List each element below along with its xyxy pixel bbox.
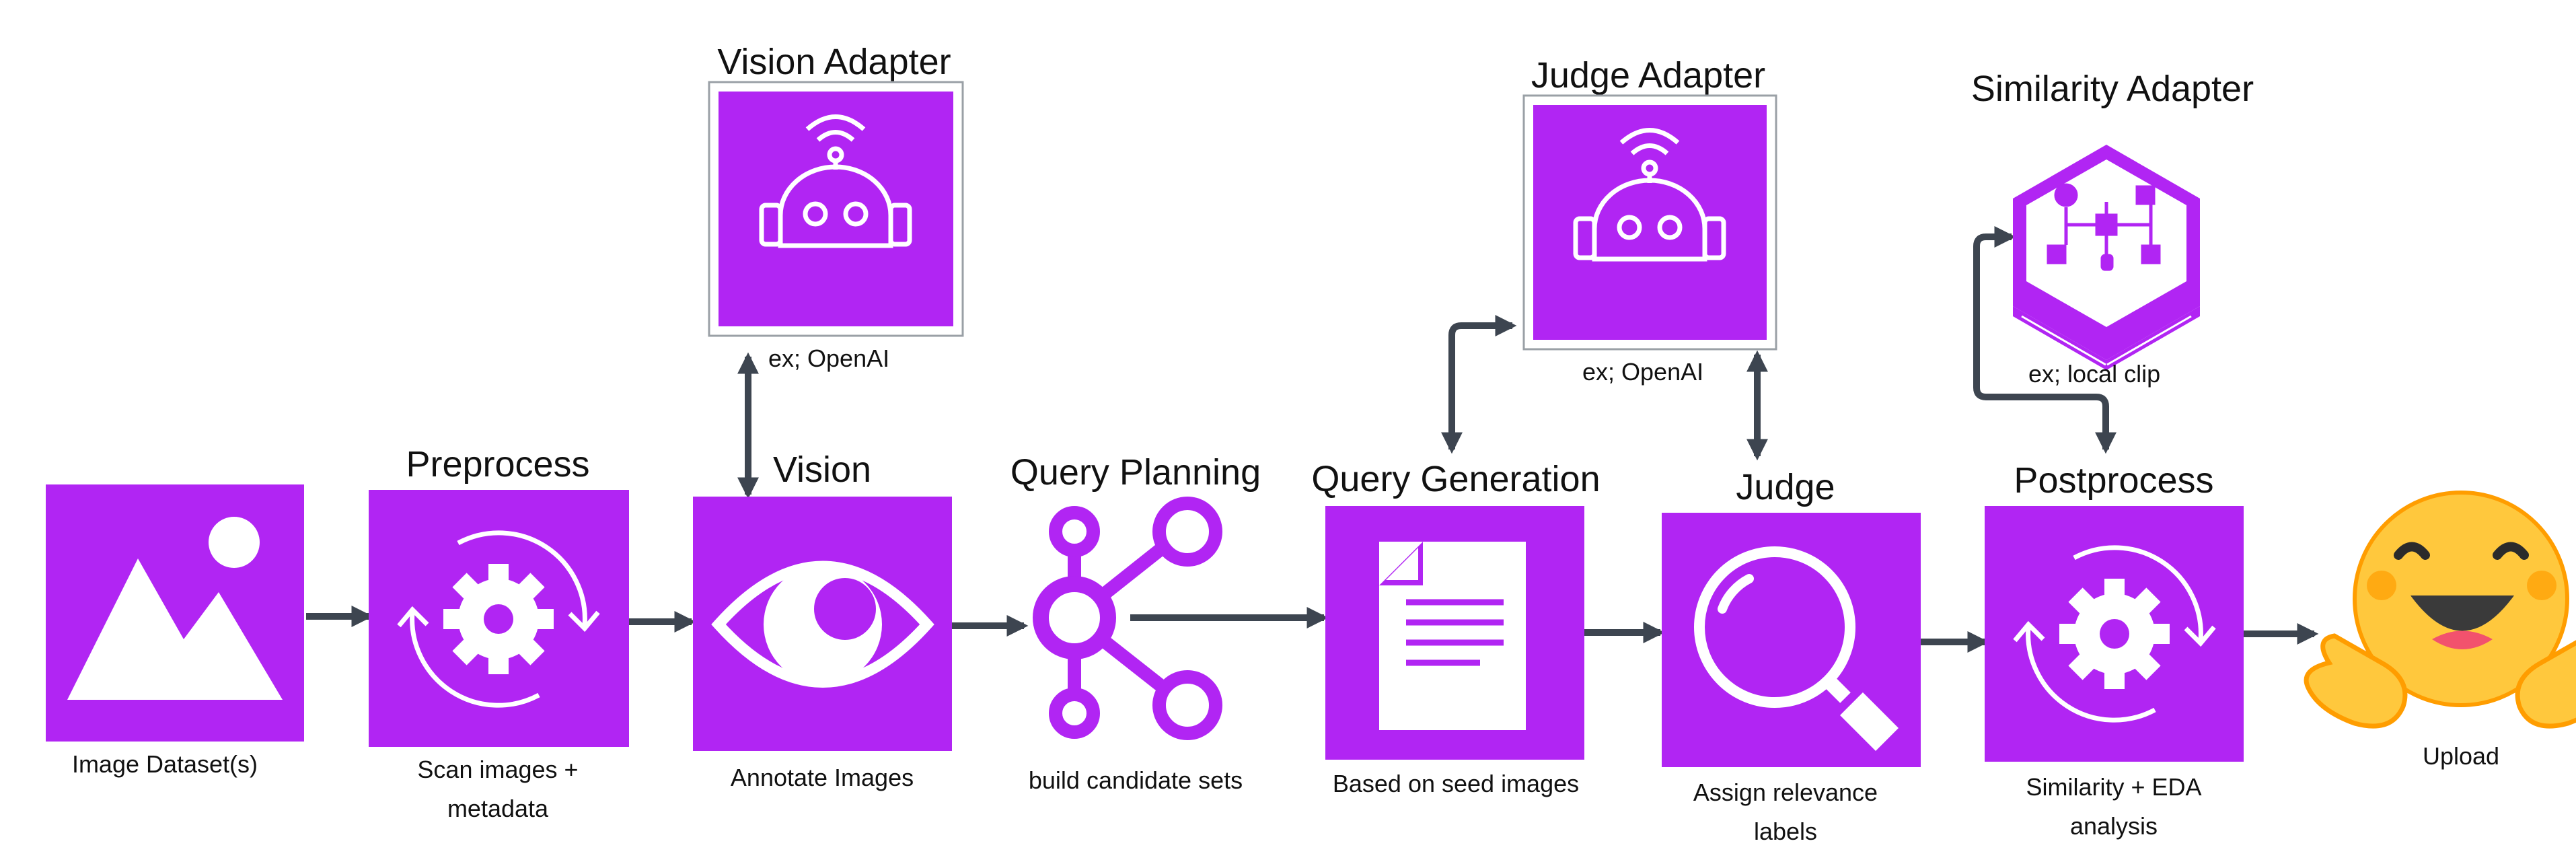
postprocess-title: Postprocess <box>2014 460 2213 501</box>
network-icon <box>1033 497 1222 740</box>
gear-cycle-icon <box>397 530 600 708</box>
cycle-arc <box>2026 626 2156 723</box>
image-dataset-tile <box>46 484 304 742</box>
cycle-arrowhead <box>568 610 600 633</box>
query-planning-title: Query Planning <box>1010 452 1261 493</box>
node-query-planning: Query Planning build candidate sets <box>1010 452 1261 794</box>
similarity-adapter-title: Similarity Adapter <box>1971 69 2254 109</box>
hugging-face-icon <box>2304 491 2576 729</box>
adapter-vision: Vision Adapter ex; OpenAI <box>708 42 964 372</box>
node-upload: Upload <box>2304 491 2576 770</box>
cycle-arc <box>457 530 587 626</box>
cycle-arrowhead <box>2013 620 2045 643</box>
magnifier-icon <box>1694 546 1899 751</box>
vision-title: Vision <box>773 449 871 490</box>
cycle-arc <box>2073 545 2203 641</box>
image-icon <box>67 517 283 700</box>
signal-arc <box>1630 143 1669 155</box>
robot-head <box>778 164 893 248</box>
robot-eye <box>803 201 828 227</box>
robot-eye <box>1657 215 1683 240</box>
cycle-arrowhead <box>2184 625 2216 647</box>
judge-adapter-title: Judge Adapter <box>1531 55 1765 96</box>
node-query-generation: Query Generation Based on seed images <box>1311 459 1600 797</box>
arrow-query-generation-to-judge-adapter <box>1440 314 1517 454</box>
vision-caption: Annotate Images <box>731 764 914 791</box>
vision-adapter-tile <box>719 92 953 326</box>
gear-hole <box>2100 619 2129 649</box>
arrow-similarity-adapter-link <box>1973 225 2117 454</box>
node-vision: Vision Annotate Images <box>693 449 952 791</box>
robot-ear <box>759 203 783 247</box>
robot-ear <box>1573 216 1597 260</box>
node-postprocess: Postprocess Similarity + EDA analysis <box>1985 460 2244 840</box>
query-planning-caption: build candidate sets <box>1029 766 1243 794</box>
signal-arc <box>805 114 866 131</box>
adapter-similarity: Similarity Adapter <box>1971 69 2254 388</box>
preprocess-caption-line-1: Scan images + <box>417 756 578 783</box>
vision-adapter-note: ex; OpenAI <box>768 345 889 372</box>
gear-cycle-icon <box>2013 545 2216 723</box>
postprocess-caption-line-2: analysis <box>2070 812 2158 840</box>
robot-head <box>1592 178 1707 262</box>
eye-icon <box>711 561 934 688</box>
node-image-dataset: Image Dataset(s) <box>46 484 304 778</box>
preprocess-caption-line-2: metadata <box>447 795 549 822</box>
gear-hole <box>484 604 513 634</box>
cube-network-icon <box>2013 145 2200 370</box>
robot-ear <box>1702 216 1726 260</box>
upload-caption: Upload <box>2423 742 2499 770</box>
cycle-arc <box>410 612 540 708</box>
query-generation-caption: Based on seed images <box>1333 770 1579 797</box>
document-icon <box>1379 542 1526 730</box>
cycle-arrowhead <box>397 606 429 628</box>
judge-caption-line-2: labels <box>1754 818 1817 845</box>
robot-ear <box>888 203 912 247</box>
similarity-adapter-note: ex; local clip <box>2028 360 2160 388</box>
node-judge: Judge Assign relevance labels <box>1662 467 1921 845</box>
postprocess-caption-line-1: Similarity + EDA <box>2026 773 2201 801</box>
signal-arc <box>1619 128 1680 145</box>
vision-adapter-title: Vision Adapter <box>717 42 951 82</box>
robot-eye <box>1617 215 1642 240</box>
query-generation-title: Query Generation <box>1311 459 1600 499</box>
preprocess-title: Preprocess <box>406 444 589 484</box>
connectors <box>306 225 2319 653</box>
adapter-judge: Judge Adapter ex; OpenAI <box>1522 55 1777 386</box>
robot-eye <box>843 201 869 227</box>
node-preprocess: Preprocess Scan images + metadata <box>369 444 629 822</box>
judge-adapter-note: ex; OpenAI <box>1582 358 1703 386</box>
judge-adapter-tile <box>1533 105 1767 340</box>
image-dataset-caption: Image Dataset(s) <box>72 750 258 778</box>
signal-arc <box>816 130 855 142</box>
robot-icon <box>1573 128 1726 262</box>
judge-title: Judge <box>1736 467 1835 507</box>
robot-icon <box>759 114 912 248</box>
judge-caption-line-1: Assign relevance <box>1693 779 1878 806</box>
